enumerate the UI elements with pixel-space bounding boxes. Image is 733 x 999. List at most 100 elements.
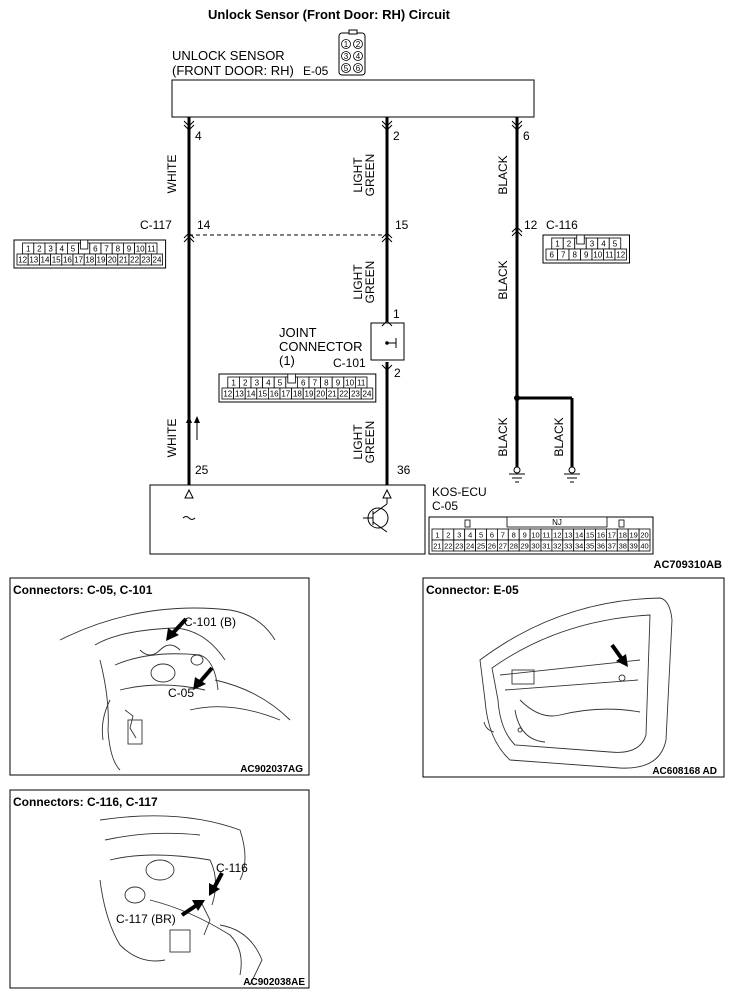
joint-pin-number: 15 [258,390,267,399]
ecu-pin-number: 19 [629,531,637,540]
wire-label-lg-mid-2: GREEN [363,261,377,304]
joint-pin-number: 24 [363,390,372,399]
svg-text:6: 6 [356,64,361,73]
ecu-pin-number: 40 [640,542,648,551]
ecu-pin-number: 32 [553,542,561,551]
wire-label-lg-upper-1: LIGHT [351,157,365,193]
c116-pin-number: 6 [550,251,555,260]
c116-pin-number: 3 [590,240,595,249]
wire-label-black-ground-2: BLACK [552,417,566,456]
joint-label-1: JOINT [279,325,317,340]
sensor-label-2: (FRONT DOOR: RH) [172,63,294,78]
svg-text:2: 2 [356,40,361,49]
joint-pin-number: 21 [328,390,337,399]
ecu-pin-number: 16 [597,531,605,540]
wires [187,117,574,485]
ecu-pin-number: 5 [479,531,483,540]
pin-2: 2 [393,129,400,143]
dash-lower-illustration [99,815,263,986]
svg-text:5: 5 [344,64,349,73]
c116-pin-number: 11 [605,251,614,260]
c117-pin-number: 12 [18,256,27,265]
panel1-label-c05: C-05 [168,686,194,700]
c116-pin-cell [614,248,627,261]
ecu-pin-number: 20 [640,531,648,540]
joint-pin-number: 8 [324,379,329,388]
arrow-c117 [180,903,199,917]
pin-12: 12 [524,218,538,232]
joint-pin-number: 2 [243,379,248,388]
c116-pin-number: 10 [593,251,602,260]
ecu-pin-number: 30 [531,542,539,551]
pin-36: 36 [397,463,411,477]
c117-pin-number: 21 [119,256,128,265]
ecu-pin-number: 37 [608,542,616,551]
ecu-box [149,484,426,555]
c117-pin-number: 17 [74,256,83,265]
ecu-pin-number: 23 [455,542,463,551]
c116-pin-number: 8 [573,251,578,260]
ecu-name: KOS-ECU [432,485,487,499]
panel3-title: Connectors: C-116, C-117 [13,795,158,809]
joint-pin-number: 13 [235,390,244,399]
ecu-pin-number: 11 [543,531,551,540]
pin-6: 6 [523,129,530,143]
joint-box [370,322,405,361]
ecu-pin-number: 27 [499,542,507,551]
joint-label-2: CONNECTOR [279,339,363,354]
pin-14: 14 [197,218,211,232]
ecu-pin-number: 15 [586,531,594,540]
transistor-icon [363,498,389,533]
wire-label-black-upper: BLACK [496,155,510,194]
joint-pin-number: 1 [231,379,236,388]
panel3-code: AC902038AE [243,977,305,988]
panel1-code: AC902037AG [240,764,303,775]
ecu-pin-number: 22 [444,542,452,551]
pin-2b: 2 [394,366,401,380]
ecu-pin-number: 1 [435,531,439,540]
joint-pin-number: 4 [266,379,271,388]
c116-pin-number: 2 [567,240,572,249]
svg-text:3: 3 [344,52,349,61]
joint-pin-cell [360,387,374,400]
c117-pin-number: 23 [141,256,150,265]
c116-pin-number: 9 [584,251,589,260]
c117-pin-number: 24 [153,256,162,265]
c117-pin-number: 10 [136,245,145,254]
joint-pin-number: 7 [313,379,318,388]
ecu-pin-number: 39 [629,542,637,551]
wire-label-white-lower: WHITE [165,419,179,458]
panel-c116-c117 [9,789,310,989]
joint-pin-number: 5 [278,379,283,388]
ground-icons [509,466,580,483]
sensor-connector-icon: 1 2 3 4 5 6 [338,29,366,76]
c117-pin-cell [150,253,163,266]
joint-pin-number: 10 [345,379,354,388]
c117-pin-number: 2 [37,245,42,254]
svg-text:1: 1 [344,40,349,49]
c116-pin-number: 12 [616,251,625,260]
ecu-tag: NJ [552,518,562,527]
ecu-pin-number: 9 [523,531,527,540]
joint-pin-number: 19 [305,390,314,399]
ecu-pin-number: 10 [531,531,539,540]
joint-pin-number: 16 [270,390,279,399]
joint-pin-number: 23 [351,390,360,399]
joint-pin-number: 22 [339,390,348,399]
sensor-label-1: UNLOCK SENSOR [172,48,285,63]
ecu-pin-number: 26 [488,542,496,551]
wire-label-black-ground-1: BLACK [496,417,510,456]
sensor-box [171,79,535,118]
ecu-code: C-05 [432,499,458,513]
chevrons [183,120,523,371]
panel2-code: AC608168 AD [652,766,717,777]
c117-pin-number: 9 [127,245,132,254]
arrow-c116 [212,872,224,889]
ecu-pin-number: 18 [619,531,627,540]
pin-1: 1 [393,307,400,321]
arrow-c101 [170,617,188,636]
